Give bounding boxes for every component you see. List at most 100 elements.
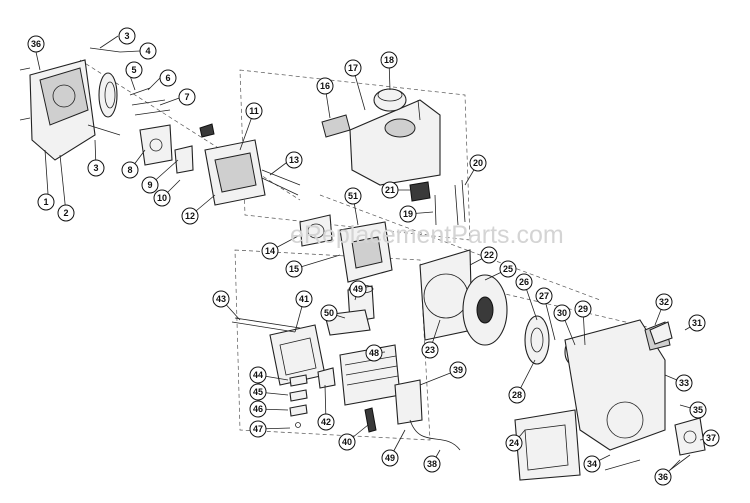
callout-number: 46 bbox=[253, 404, 263, 414]
bottom-guard bbox=[514, 409, 581, 481]
callout-circle bbox=[57, 204, 75, 222]
callout-number: 44 bbox=[253, 370, 263, 380]
callout-number: 3 bbox=[124, 31, 129, 41]
callout-circle bbox=[245, 102, 263, 120]
callout-circle bbox=[285, 260, 303, 278]
callout-number: 3 bbox=[93, 163, 98, 173]
choke-lever bbox=[317, 367, 336, 389]
callout-circle bbox=[655, 293, 673, 311]
carburetor bbox=[199, 123, 266, 206]
callout-circle bbox=[344, 59, 362, 77]
callout-circle bbox=[316, 77, 334, 95]
fuel-cap bbox=[373, 88, 407, 112]
callout-circle bbox=[317, 413, 335, 431]
callout-number: 41 bbox=[299, 294, 309, 304]
callout-circle bbox=[508, 386, 526, 404]
callout-circle bbox=[320, 304, 338, 322]
callout-circle bbox=[338, 433, 356, 451]
callout-circle bbox=[181, 207, 199, 225]
callout-number: 5 bbox=[131, 65, 136, 75]
callout-number: 14 bbox=[265, 246, 275, 256]
intake-manifold bbox=[339, 221, 393, 283]
callout-number: 9 bbox=[147, 180, 152, 190]
callout-number: 12 bbox=[185, 211, 195, 221]
callout-number: 43 bbox=[216, 294, 226, 304]
flywheel-housing bbox=[419, 249, 473, 341]
callout-circle bbox=[118, 27, 136, 45]
callout-number: 8 bbox=[127, 165, 132, 175]
callout-number: 48 bbox=[369, 348, 379, 358]
callout-circle bbox=[688, 314, 706, 332]
callout-number: 39 bbox=[453, 365, 463, 375]
air-filter-cover bbox=[269, 324, 326, 386]
callout-circle bbox=[365, 344, 383, 362]
callout-circle bbox=[249, 383, 267, 401]
callout-circle bbox=[212, 290, 230, 308]
callout-number: 36 bbox=[658, 472, 668, 482]
callout-number: 21 bbox=[385, 185, 395, 195]
flywheel bbox=[462, 274, 508, 346]
callout-circle bbox=[583, 455, 601, 473]
callout-number: 45 bbox=[253, 387, 263, 397]
left-engine-housing bbox=[29, 59, 96, 161]
callout-circle bbox=[654, 468, 672, 486]
carb-gasket bbox=[174, 145, 194, 174]
callout-number: 30 bbox=[557, 308, 567, 318]
callout-number: 49 bbox=[353, 284, 363, 294]
callout-number: 17 bbox=[348, 63, 358, 73]
callout-number: 27 bbox=[539, 291, 549, 301]
fuel-tank bbox=[349, 99, 441, 186]
callout-circle bbox=[249, 420, 267, 438]
callout-circle bbox=[261, 242, 279, 260]
callout-circle bbox=[87, 159, 105, 177]
callout-circle bbox=[499, 260, 517, 278]
callout-number: 2 bbox=[63, 208, 68, 218]
callout-circle bbox=[423, 455, 441, 473]
fuel-lines bbox=[261, 169, 301, 196]
starter-pulley bbox=[98, 72, 118, 118]
callout-circle bbox=[349, 280, 367, 298]
callout-number: 51 bbox=[348, 191, 358, 201]
callout-number: 18 bbox=[384, 55, 394, 65]
air-filter bbox=[321, 114, 351, 138]
callout-number: 22 bbox=[484, 250, 494, 260]
callout-circle bbox=[421, 341, 439, 359]
callout-circle bbox=[689, 401, 707, 419]
callout-circle bbox=[295, 290, 313, 308]
watermark-text: eReplacementParts.com bbox=[290, 221, 564, 249]
callout-circle bbox=[37, 193, 55, 211]
callout-circle bbox=[515, 273, 533, 291]
callout-number: 29 bbox=[578, 304, 588, 314]
callout-labels: 3634567312891011121316171820211951141522… bbox=[27, 27, 720, 486]
callout-number: 1 bbox=[43, 197, 48, 207]
callout-circle bbox=[141, 176, 159, 194]
callout-circle bbox=[449, 361, 467, 379]
callout-number: 31 bbox=[692, 318, 702, 328]
callout-circle bbox=[159, 69, 177, 87]
callout-number: 32 bbox=[659, 297, 669, 307]
callout-circle bbox=[381, 181, 399, 199]
callout-circle bbox=[153, 189, 171, 207]
spark-plug bbox=[364, 407, 377, 433]
callout-number: 36 bbox=[31, 39, 41, 49]
callout-circle bbox=[553, 304, 571, 322]
callout-circle bbox=[535, 287, 553, 305]
callout-number: 25 bbox=[503, 264, 513, 274]
callout-circle bbox=[121, 161, 139, 179]
callout-circle bbox=[469, 154, 487, 172]
callout-circle bbox=[480, 246, 498, 264]
fasteners bbox=[19, 47, 691, 471]
callout-circle bbox=[380, 51, 398, 69]
callout-circle bbox=[675, 374, 693, 392]
carb-mount-rods bbox=[231, 317, 301, 333]
callout-number: 35 bbox=[693, 405, 703, 415]
callout-number: 37 bbox=[706, 433, 716, 443]
callout-circle bbox=[139, 42, 157, 60]
tank-screws bbox=[417, 99, 466, 226]
callout-number: 15 bbox=[289, 264, 299, 274]
callout-circle bbox=[574, 300, 592, 318]
callout-number: 6 bbox=[165, 73, 170, 83]
callout-number: 16 bbox=[320, 81, 330, 91]
callout-number: 40 bbox=[342, 437, 352, 447]
